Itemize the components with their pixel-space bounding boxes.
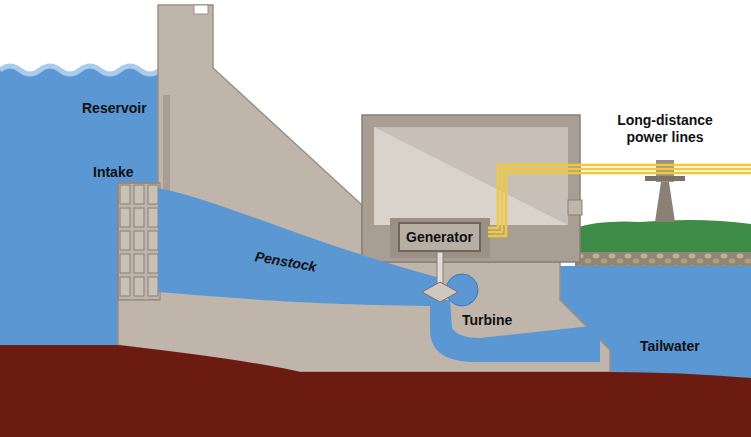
intake-grid	[118, 183, 160, 300]
room-shading	[374, 127, 568, 225]
part-label: Intake	[93, 164, 133, 181]
part-label: Turbine	[462, 312, 512, 329]
power-line	[488, 165, 751, 228]
reservoir-waves	[0, 66, 160, 74]
turbine-runner	[422, 282, 458, 302]
part-label: Tailwater	[640, 338, 700, 355]
wall-ledge	[568, 200, 582, 215]
node-label: Generator	[406, 229, 473, 246]
dam-body	[118, 5, 610, 372]
dam-crest-notch	[194, 5, 208, 14]
powerhouse-wall	[362, 115, 580, 262]
rock-band	[575, 252, 751, 266]
power-line	[488, 173, 751, 236]
tower-arm	[645, 176, 685, 181]
powerhouse-room	[374, 127, 568, 225]
draft-tube	[430, 300, 600, 362]
tower-body	[655, 182, 675, 222]
part-label: Long-distance power lines	[600, 112, 730, 146]
ground	[0, 345, 751, 437]
part-label: Reservoir	[82, 100, 147, 117]
generator-box: Generator	[398, 222, 481, 252]
power-line	[488, 169, 751, 232]
part-label: Penstock	[254, 248, 318, 276]
